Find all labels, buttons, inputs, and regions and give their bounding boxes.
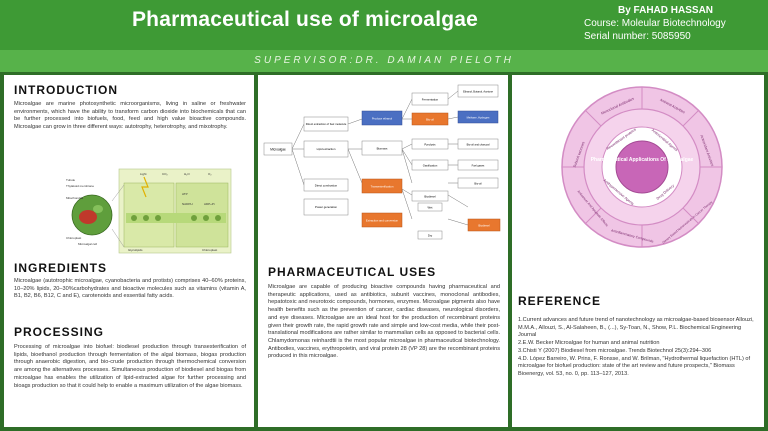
label-mitochondria: Mitochondria — [66, 196, 84, 200]
node-produce-ethanol: Produce ethanol — [372, 117, 393, 121]
poster-title: Pharmaceutical use of microalgae — [131, 8, 479, 31]
label-chloroplast: Chloroplast — [66, 236, 81, 240]
ingredients-heading: INGREDIENTS — [14, 261, 108, 275]
label-nadph: NADPH — [182, 202, 193, 206]
reference-text: 1.Current advances and future trend of n… — [518, 317, 754, 377]
node-direct-combustion: Direct combustion — [315, 184, 338, 188]
node-extraction-conversion: Extraction and conversion — [366, 219, 399, 223]
node-wet: Wet — [428, 206, 433, 210]
middle-panel: Microalgae Direct extraction of fuel mol… — [258, 75, 508, 427]
wheel-center-label: Pharmaceutical Applications Of Microalga… — [591, 157, 694, 163]
label-glycolipids: Glycolipids — [128, 248, 143, 252]
node-ethanol-butanol: Ethanol, Butanol, Acetone — [463, 90, 493, 94]
pharmaceutical-uses-heading: PHARMACEUTICAL USES — [268, 265, 437, 279]
node-biomass: Biomass — [377, 147, 388, 151]
node-fermentation: Fermentation — [422, 98, 439, 102]
ingredients-text: Microalgae (autotrophic microalgae, cyan… — [14, 278, 246, 300]
author-name: By FAHAD HASSAN — [618, 5, 714, 16]
label-atp: ATP — [182, 192, 188, 196]
left-panel: INTRODUCTION Microalgae are marine photo… — [4, 75, 254, 427]
header-bar: Pharmaceutical use of microalgae By FAHA… — [0, 0, 768, 50]
label-tubule: Tubule — [66, 178, 75, 182]
node-biodiesel-2: Biodiesel — [478, 224, 490, 228]
introduction-heading: INTRODUCTION — [14, 83, 118, 97]
label-thylakoid: Thylakoid membrane — [66, 184, 94, 188]
label-o2: O₂ — [208, 172, 212, 176]
course-text: Course: Moleular Biotechnology — [584, 18, 726, 29]
node-methane-hydrogen: Methane, Hydrogen — [467, 116, 490, 120]
processing-text: Processing of microalgae into biofuel: b… — [14, 344, 246, 389]
applications-wheel: Pharmaceutical Applications Of Microalga… — [561, 86, 723, 248]
microalgae-flowchart: Microalgae Direct extraction of fuel mol… — [263, 84, 501, 240]
label-light: Light — [140, 172, 147, 176]
node-bio-oil: Bio-oil — [426, 118, 434, 122]
node-power-generation: Power generation — [315, 205, 337, 209]
label-adp: ADP+Pi — [204, 202, 215, 206]
right-panel: Pharmaceutical Applications Of Microalga… — [512, 75, 764, 427]
processing-heading: PROCESSING — [14, 325, 105, 339]
node-fuel-gases: Fuel gases — [472, 164, 485, 168]
node-transesterification: Transesterification — [371, 185, 394, 189]
node-gasification: Gasification — [423, 164, 438, 168]
label-co2: CO₂ — [162, 172, 169, 176]
node-dry: Dry — [428, 234, 433, 238]
node-pyrolysis: Pyrolysis — [424, 143, 436, 147]
pharmaceutical-uses-text: Microalgae are capable of producing bioa… — [268, 284, 500, 360]
supervisor-text: SUPERVISOR:DR. DAMIAN PIELOTH — [254, 55, 514, 66]
author-block: By FAHAD HASSAN Course: Moleular Biotech… — [584, 4, 754, 43]
introduction-text: Microalgae are marine photosynthetic mic… — [14, 101, 246, 131]
node-biodiesel-1: Biodiesel — [424, 195, 436, 199]
supervisor-bar: SUPERVISOR:DR. DAMIAN PIELOTH — [0, 50, 768, 72]
node-bio-oil-charcoal: Bio-oil and charcoal — [467, 143, 490, 147]
node-lipid-extraction: Lipid extraction — [317, 147, 336, 151]
label-h2o: H₂O — [184, 172, 190, 176]
node-bio-oil-2: Bio-oil — [474, 182, 482, 186]
node-microalgae: Microalgae — [270, 148, 286, 152]
label-microalgal-cell: Microalgal cell — [78, 242, 97, 246]
microalgae-cell-figure: Tubule Thylakoid membrane Mitochondria C… — [66, 168, 232, 254]
label-chloroplast-2: Chloroplast — [202, 248, 217, 252]
reference-heading: REFERENCE — [518, 294, 602, 308]
node-direct-extraction: Direct extraction of fuel molecule — [306, 122, 347, 126]
serial-text: Serial number: 5085950 — [584, 31, 691, 42]
